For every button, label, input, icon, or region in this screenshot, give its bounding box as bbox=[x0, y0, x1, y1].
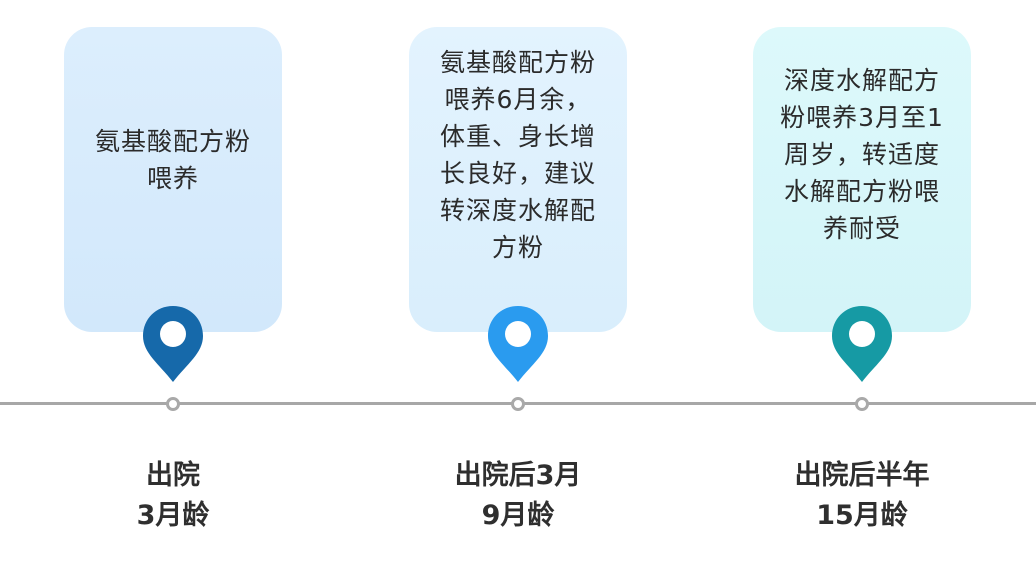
milestone-label-age: 3月龄 bbox=[136, 500, 210, 531]
milestone-label-3-months: 出院后3月 9月龄 bbox=[388, 456, 648, 536]
milestone-card-half-year: 深度水解配方 粉喂养3月至1 周岁，转适度 水解配方粉喂 养耐受 bbox=[753, 27, 971, 332]
milestone-label-half-year: 出院后半年 15月龄 bbox=[732, 456, 992, 536]
milestone-card-3-months: 氨基酸配方粉 喂养6月余， 体重、身长增 长良好，建议 转深度水解配 方粉 bbox=[409, 27, 627, 332]
pin-2-hole bbox=[505, 321, 531, 347]
pin-3-hole bbox=[849, 321, 875, 347]
location-pin-icon bbox=[143, 306, 203, 382]
timeline-dot bbox=[855, 397, 869, 411]
timeline-dot bbox=[511, 397, 525, 411]
timeline-dot bbox=[166, 397, 180, 411]
milestone-label-time: 出院后3月 bbox=[454, 460, 582, 491]
milestone-card-text: 氨基酸配方粉 喂养 bbox=[94, 126, 251, 193]
milestone-label-discharge: 出院 3月龄 bbox=[43, 456, 303, 536]
pin-1-hole bbox=[160, 321, 186, 347]
milestone-label-time: 出院后半年 bbox=[794, 460, 930, 491]
milestone-label-time: 出院 bbox=[146, 460, 200, 491]
location-pin-icon bbox=[832, 306, 892, 382]
milestone-card-discharge: 氨基酸配方粉 喂养 bbox=[64, 27, 282, 332]
milestone-card-text: 深度水解配方 粉喂养3月至1 周岁，转适度 水解配方粉喂 养耐受 bbox=[780, 66, 944, 243]
milestone-card-text: 氨基酸配方粉 喂养6月余， 体重、身长增 长良好，建议 转深度水解配 方粉 bbox=[439, 47, 596, 262]
location-pin-icon bbox=[488, 306, 548, 382]
milestone-label-age: 15月龄 bbox=[816, 500, 908, 531]
milestone-label-age: 9月龄 bbox=[481, 500, 555, 531]
